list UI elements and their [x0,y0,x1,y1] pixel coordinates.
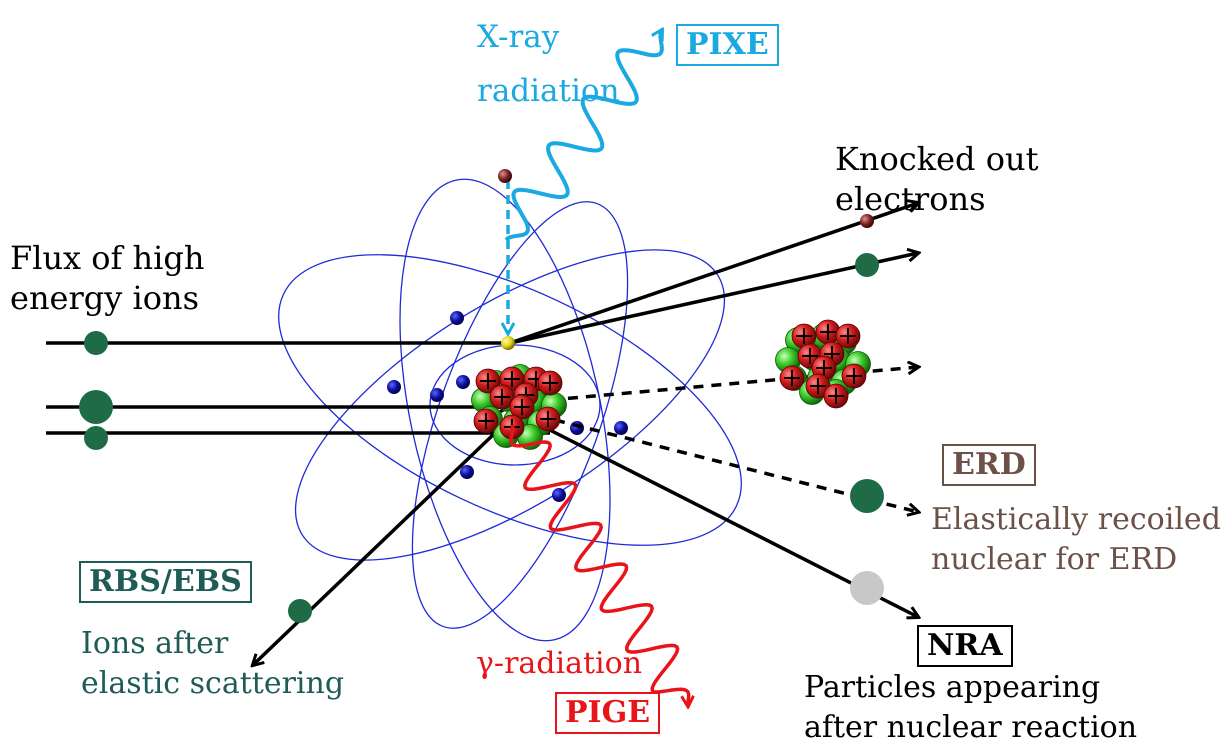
xray-label-line2: radiation [477,73,620,109]
nra-particle [850,571,884,605]
proton-charge-sign [478,413,494,429]
gamma-label: γ-radiation [476,646,643,681]
proton-charge-sign [784,370,800,386]
electron [614,421,628,435]
proton-charge-sign [820,324,836,340]
pige-box: PIGE [555,692,661,734]
proton-charge-sign [840,328,856,344]
flux-label-line2: energy ions [10,279,200,317]
electron [552,488,566,502]
proton-charge-sign [514,399,530,415]
proton-charge-sign [480,373,496,389]
erd-description-line2: nuclear for ERD [931,542,1178,577]
flux-label: Flux of high energy ions [10,238,204,318]
proton-charge-sign [802,348,818,364]
scattered-ion [855,253,879,277]
knocked-electron [498,169,512,183]
knocked-out-line1: Knocked out [835,140,1039,178]
rbs-ion [288,599,312,623]
erd-recoil-particle [850,479,884,513]
incoming-ion-top [84,331,108,355]
gamma-wave [509,424,689,706]
electron [460,465,474,479]
nra-box: NRA [917,625,1013,667]
flux-label-line1: Flux of high [10,239,205,277]
rbs-description-line2: elastic scattering [81,666,345,701]
knocked-electron-track [509,203,918,345]
xray-wave [504,30,662,242]
inner-shell-electron [501,336,515,350]
incoming-ion-bottom [84,426,108,450]
orbit-4 [411,201,629,629]
knocked-ion-track [509,253,918,345]
erd-description-line1: Elastically recoiled [931,502,1221,537]
orbit-electrons [387,311,628,502]
nra-description-line2: after nuclear reaction [804,710,1138,745]
xray-label: X-ray radiation [477,10,620,118]
proton-charge-sign [846,368,862,384]
nra-description-line1: Particles appearing [804,670,1101,705]
incoming-ion-large [79,390,113,424]
orbit-5 [429,344,601,466]
knocked-out-label: Knocked out electrons [835,139,1038,219]
knocked-out-line2: electrons [835,180,986,218]
proton-charge-sign [494,389,510,405]
proton-charge-sign [504,371,520,387]
nra-description: Particles appearing after nuclear reacti… [804,668,1137,748]
electron [387,380,401,394]
proton-charge-sign [796,328,812,344]
electron [456,375,470,389]
proton-charge-sign [540,411,556,427]
recoiled-nucleus [775,319,871,409]
rbs-backscatter-track [253,431,497,665]
pixe-box: PIXE [676,24,779,66]
electron [430,388,444,402]
proton-charge-sign [828,388,844,404]
xray-label-line1: X-ray [477,19,560,55]
rbs-description: Ions after elastic scattering [81,624,344,704]
rbs-box: RBS/EBS [79,561,252,603]
erd-box: ERD [942,444,1036,486]
orbit-1 [278,254,742,546]
proton-charge-sign [816,360,832,376]
electron [570,421,584,435]
rbs-description-line1: Ions after [81,626,229,661]
electron [450,311,464,325]
erd-description: Elastically recoiled nuclear for ERD [931,500,1221,580]
ejected-electron [860,214,874,228]
nucleus [471,364,567,450]
proton-charge-sign [542,375,558,391]
proton-charge-sign [810,378,826,394]
